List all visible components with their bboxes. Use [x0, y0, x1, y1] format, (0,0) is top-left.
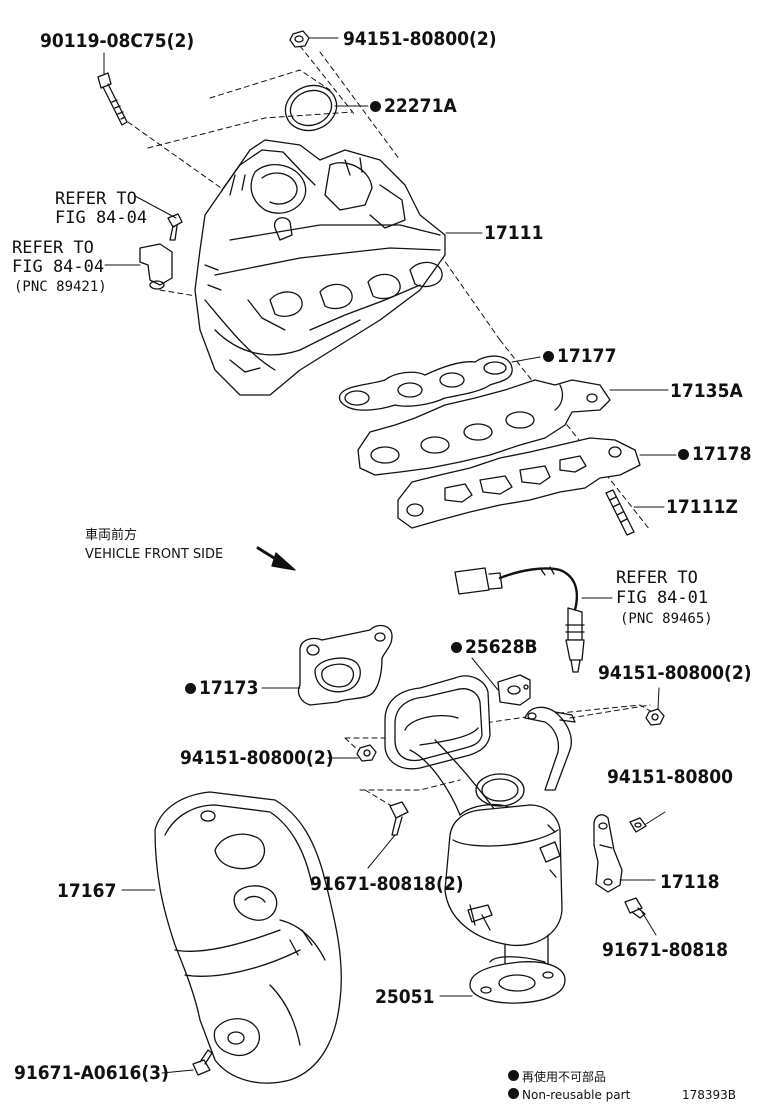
label-front-jp: 車両前方 — [85, 528, 138, 543]
label-94151-top: 94151-80800(2) — [343, 28, 497, 50]
sensor-bracket-icon — [139, 243, 173, 290]
gasket-17173-icon — [297, 624, 393, 706]
bolt-90119-icon — [97, 72, 128, 126]
gasket-17177-icon — [338, 355, 513, 411]
label-refer-to-2: REFER TO — [12, 238, 94, 258]
label-17111Z: 17111Z — [666, 496, 738, 518]
bolt-91671-80818-icon — [624, 897, 646, 919]
label-17173: 17173 — [185, 678, 258, 698]
label-91671-A0616: 91671-A0616(3) — [14, 1062, 169, 1084]
flange-25051-icon — [469, 961, 566, 1004]
label-fig-84-04-1: FIG 84-04 — [55, 208, 148, 228]
label-90119: 90119-08C75(2) — [40, 30, 195, 52]
label-94151-single: 94151-80800 — [607, 766, 734, 788]
figure-id: 178393B — [682, 1088, 737, 1102]
label-94151-mid-left: 94151-80800(2) — [180, 747, 334, 769]
label-pnc-89465: (PNC 89465) — [620, 611, 713, 627]
bracket-17118-icon — [593, 814, 623, 893]
bolt-94151-single-icon — [629, 817, 647, 833]
label-17118: 17118 — [660, 871, 720, 893]
label-refer-to-1: REFER TO — [55, 189, 137, 209]
label-front-en: VEHICLE FRONT SIDE — [85, 547, 224, 562]
nut-94151-mid-left-icon — [356, 744, 377, 762]
insulator-17135A-icon — [357, 379, 611, 476]
gasket-25628B-icon — [497, 674, 531, 706]
label-refer-to-3: REFER TO — [616, 568, 698, 588]
bolt-91671-80818-pair-icon — [389, 801, 409, 836]
label-91671-80818: 91671-80818 — [602, 939, 729, 961]
label-fig-84-01: FIG 84-01 — [616, 588, 709, 608]
stud-17111Z-icon — [605, 489, 635, 536]
label-17177: 17177 — [543, 346, 616, 366]
nut-94151-mid-right-icon — [645, 708, 665, 726]
label-17167: 17167 — [57, 880, 117, 902]
label-91671-80818-pair: 91671-80818(2) — [310, 873, 464, 895]
gasket-17178-icon — [397, 437, 641, 529]
vehicle-front-arrow-icon — [256, 546, 296, 571]
label-25628B: 25628B — [451, 637, 538, 657]
bolt-small-refer-icon — [167, 213, 183, 241]
pipe-bracket-icon — [524, 706, 576, 791]
label-17178: 17178 — [678, 444, 751, 464]
bolt-91671-A0616-icon — [192, 1049, 213, 1076]
legend-jp: 再使用不可部品 — [508, 1067, 606, 1087]
oxygen-sensor-icon — [454, 566, 585, 673]
gasket-22271A-icon — [284, 84, 338, 132]
label-fig-84-04-2: FIG 84-04 — [12, 257, 105, 277]
exhaust-manifold-17111-icon — [194, 139, 446, 396]
label-25051: 25051 — [375, 986, 435, 1008]
label-22271A: 22271A — [370, 96, 457, 116]
heat-shield-17167-icon — [154, 791, 342, 1084]
nut-94151-top-icon — [289, 30, 310, 48]
legend-en: Non-reusable part — [508, 1085, 630, 1105]
label-pnc-89421: (PNC 89421) — [14, 279, 107, 295]
label-94151-mid-right: 94151-80800(2) — [598, 662, 752, 684]
label-17111: 17111 — [484, 222, 544, 244]
catalytic-converter-icon — [384, 675, 563, 974]
label-17135A: 17135A — [670, 380, 743, 402]
